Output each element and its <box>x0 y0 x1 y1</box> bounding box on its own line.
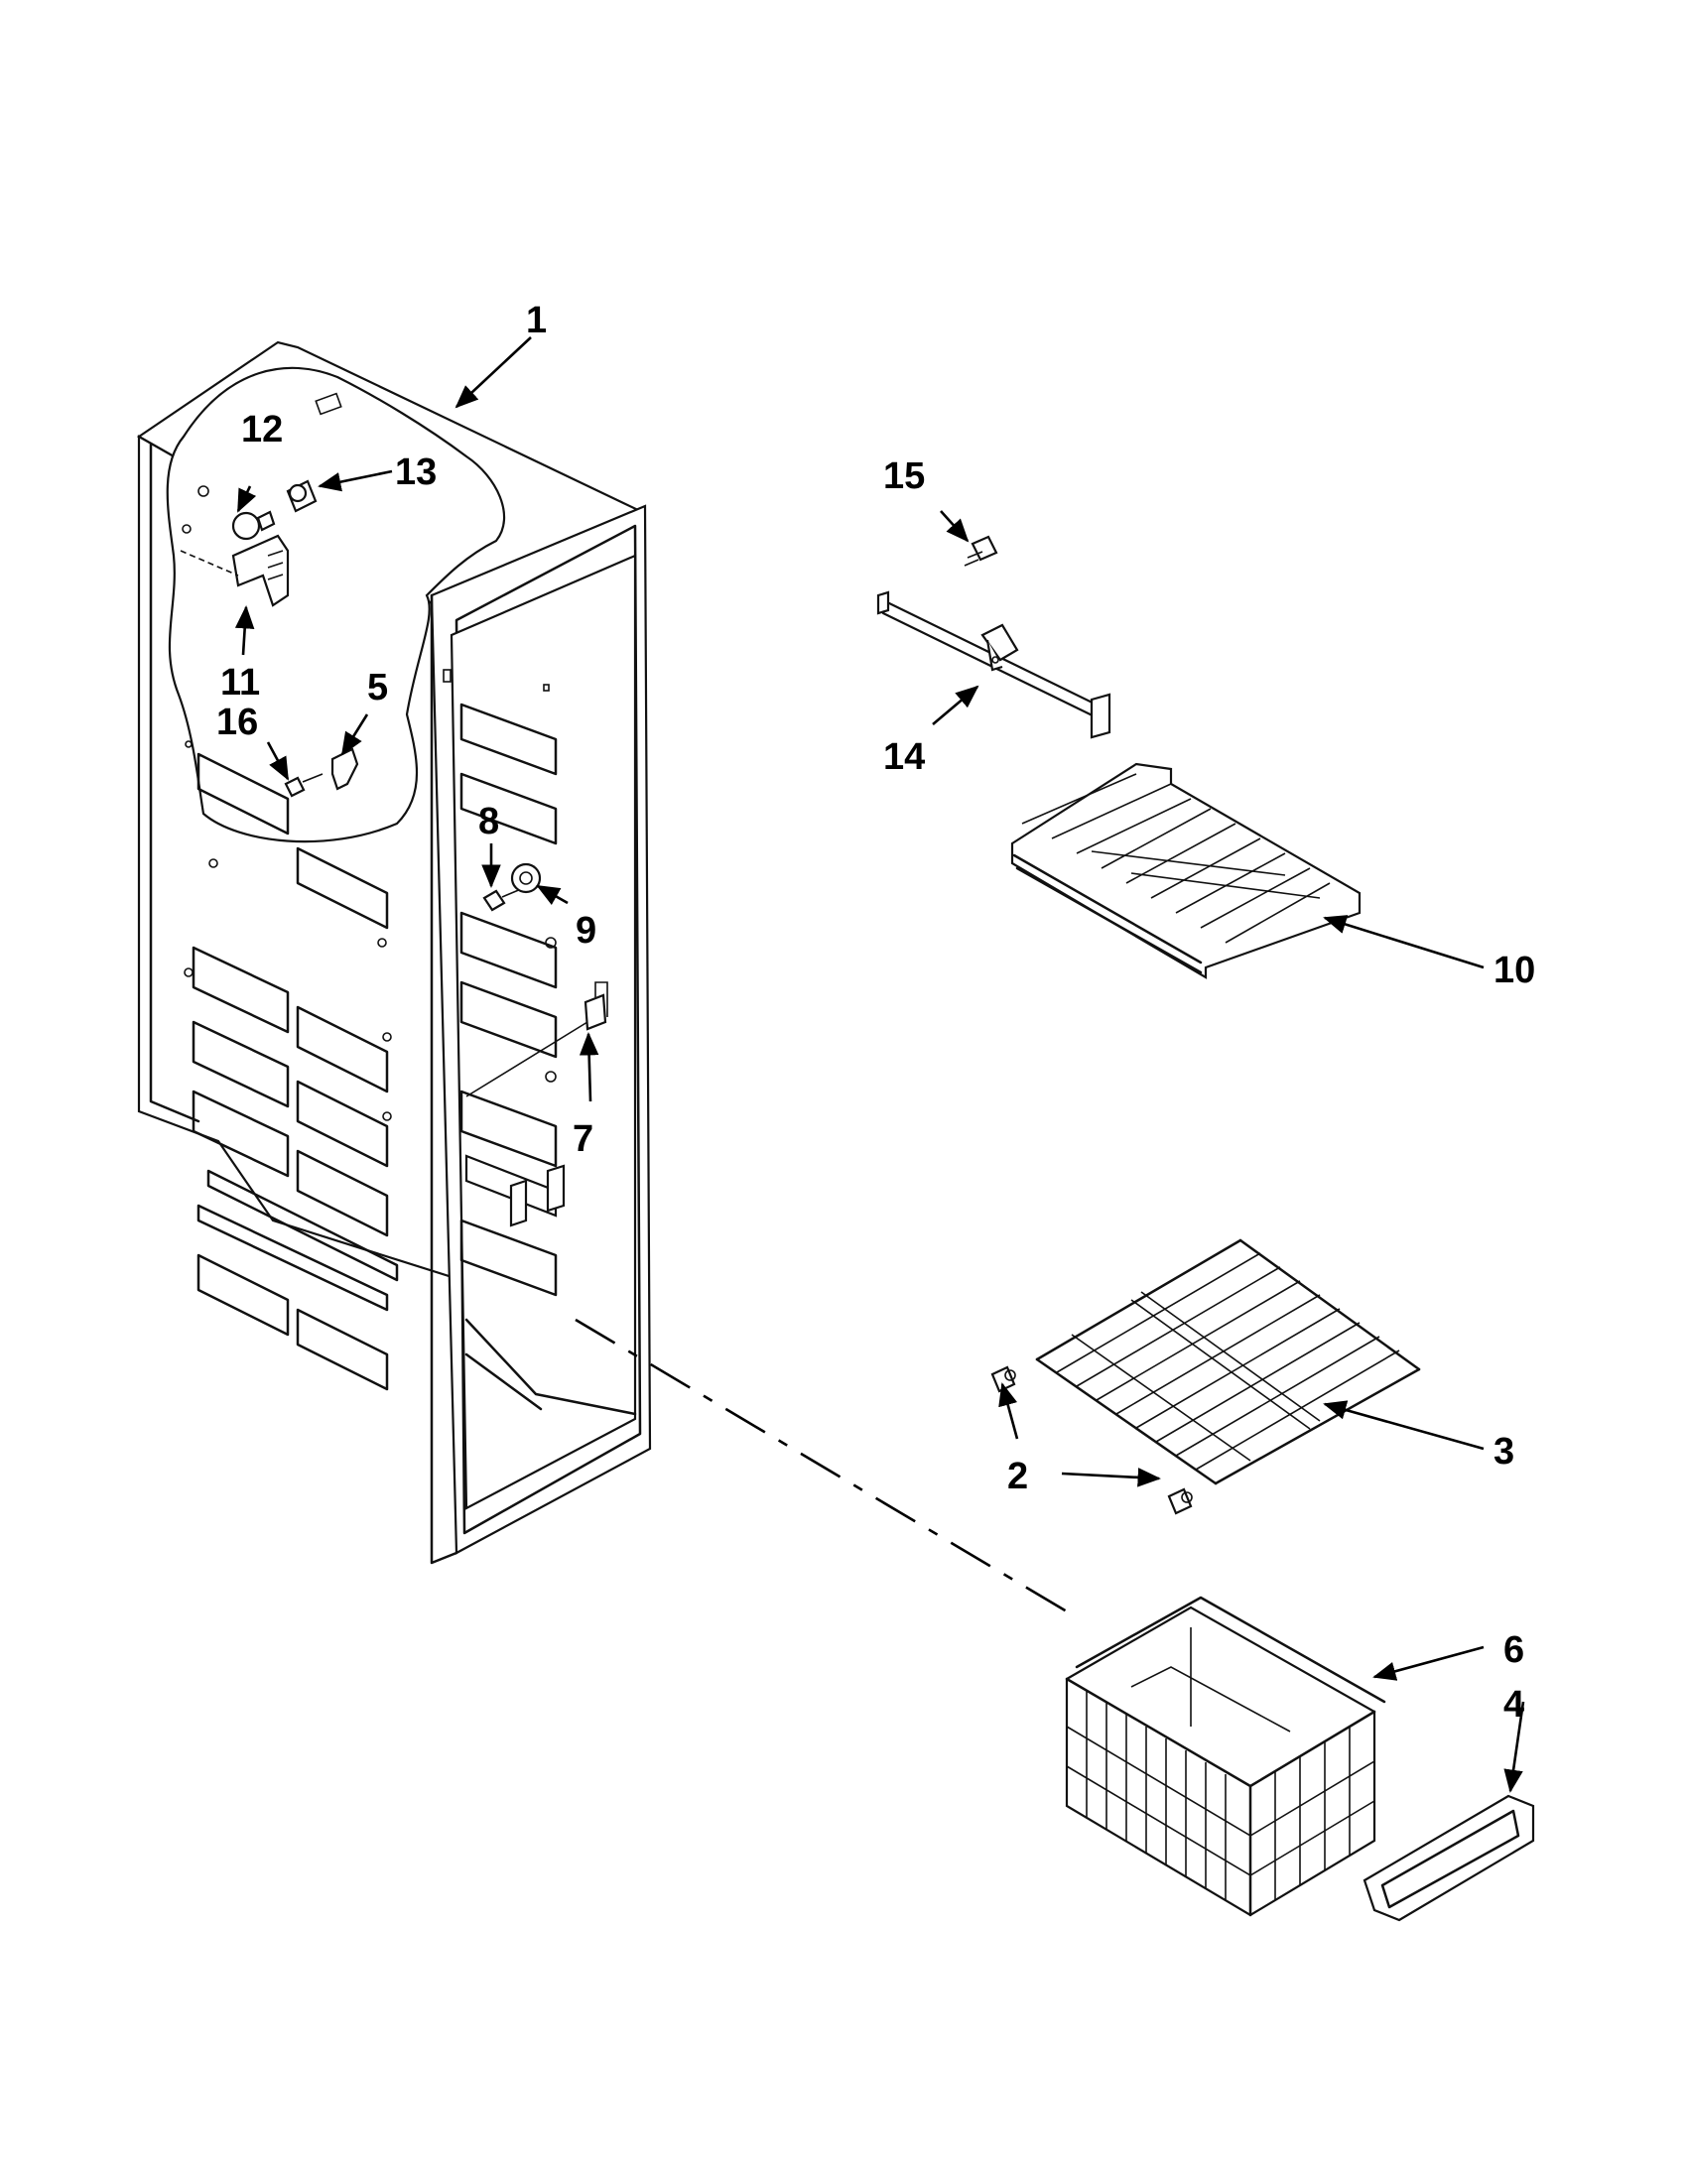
basket-drawing <box>1065 1596 1535 1922</box>
callout-labels: 1 12 13 11 16 5 8 9 7 15 14 10 3 2 6 4 <box>216 300 1535 1726</box>
callout-13: 13 <box>395 451 437 493</box>
callout-3: 3 <box>1493 1431 1514 1473</box>
callout-4: 4 <box>1503 1684 1524 1726</box>
slide-out-shelf-drawing <box>1010 762 1362 979</box>
callout-11: 11 <box>220 662 260 704</box>
callout-7: 7 <box>573 1118 593 1160</box>
callout-16: 16 <box>216 702 258 743</box>
callout-14: 14 <box>883 736 925 778</box>
callout-10: 10 <box>1493 950 1535 991</box>
callout-8: 8 <box>478 801 499 842</box>
callout-9: 9 <box>576 910 596 952</box>
callout-12: 12 <box>241 409 283 450</box>
callout-15: 15 <box>883 455 925 497</box>
liner-small-parts <box>180 479 608 1097</box>
assembly-dashed-line <box>575 1318 1078 1619</box>
freezer-liner-drawing <box>136 340 652 1565</box>
callout-2: 2 <box>1007 1456 1028 1497</box>
leader-lines <box>234 336 1525 1793</box>
callout-6: 6 <box>1503 1629 1524 1671</box>
wire-shelf-drawing <box>990 1238 1421 1515</box>
shelf-support-drawing <box>876 535 1111 739</box>
callout-1: 1 <box>526 300 547 341</box>
callout-5: 5 <box>367 667 388 708</box>
